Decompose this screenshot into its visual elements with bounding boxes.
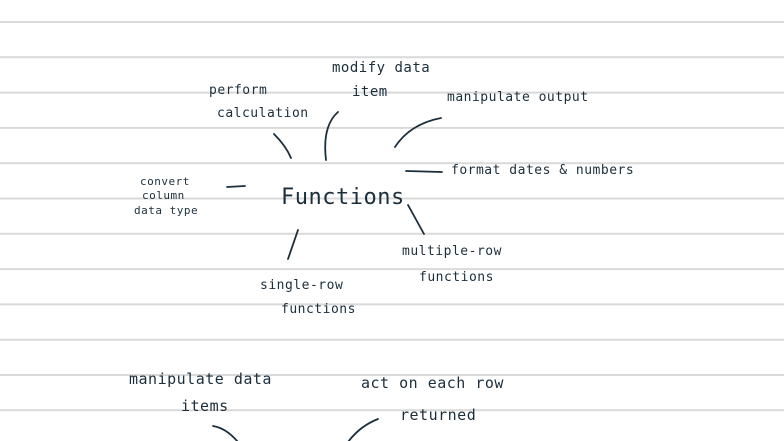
connector-bottom-right [347, 418, 379, 441]
multiple-row-label-2: functions [419, 270, 494, 285]
manipulate-output-label: manipulate output [447, 90, 589, 105]
connector-bottom-left [212, 425, 239, 441]
perform-label-1: perform [209, 83, 267, 98]
connector-multiple-row [407, 204, 425, 235]
ruled-lines [0, 21, 784, 412]
bottom-left-label-2: items [181, 397, 229, 415]
single-row-label-2: functions [281, 302, 356, 317]
format-label: format dates & numbers [451, 163, 634, 178]
bottom-right-label-1: act on each row [361, 374, 504, 392]
modify-label-2: item [352, 84, 388, 100]
single-row-label-1: single-row [260, 278, 343, 293]
convert-label-3: data type [134, 204, 198, 217]
connector-single-row [287, 229, 299, 260]
connector-modify [324, 111, 339, 161]
connector-format [405, 170, 443, 173]
bottom-right-label-2: returned [400, 406, 476, 424]
connector-perform [273, 133, 292, 159]
connectors [212, 111, 443, 441]
connector-convert [226, 185, 246, 188]
bottom-left-label-1: manipulate data [129, 370, 272, 388]
perform-label-2: calculation [217, 106, 309, 121]
modify-label-1: modify data [332, 60, 430, 76]
center-label: Functions [281, 185, 405, 210]
connector-manipulate-output [394, 117, 442, 148]
convert-label-1: convert [140, 175, 190, 188]
multiple-row-label-1: multiple-row [402, 244, 502, 259]
convert-label-2: column [142, 189, 185, 202]
